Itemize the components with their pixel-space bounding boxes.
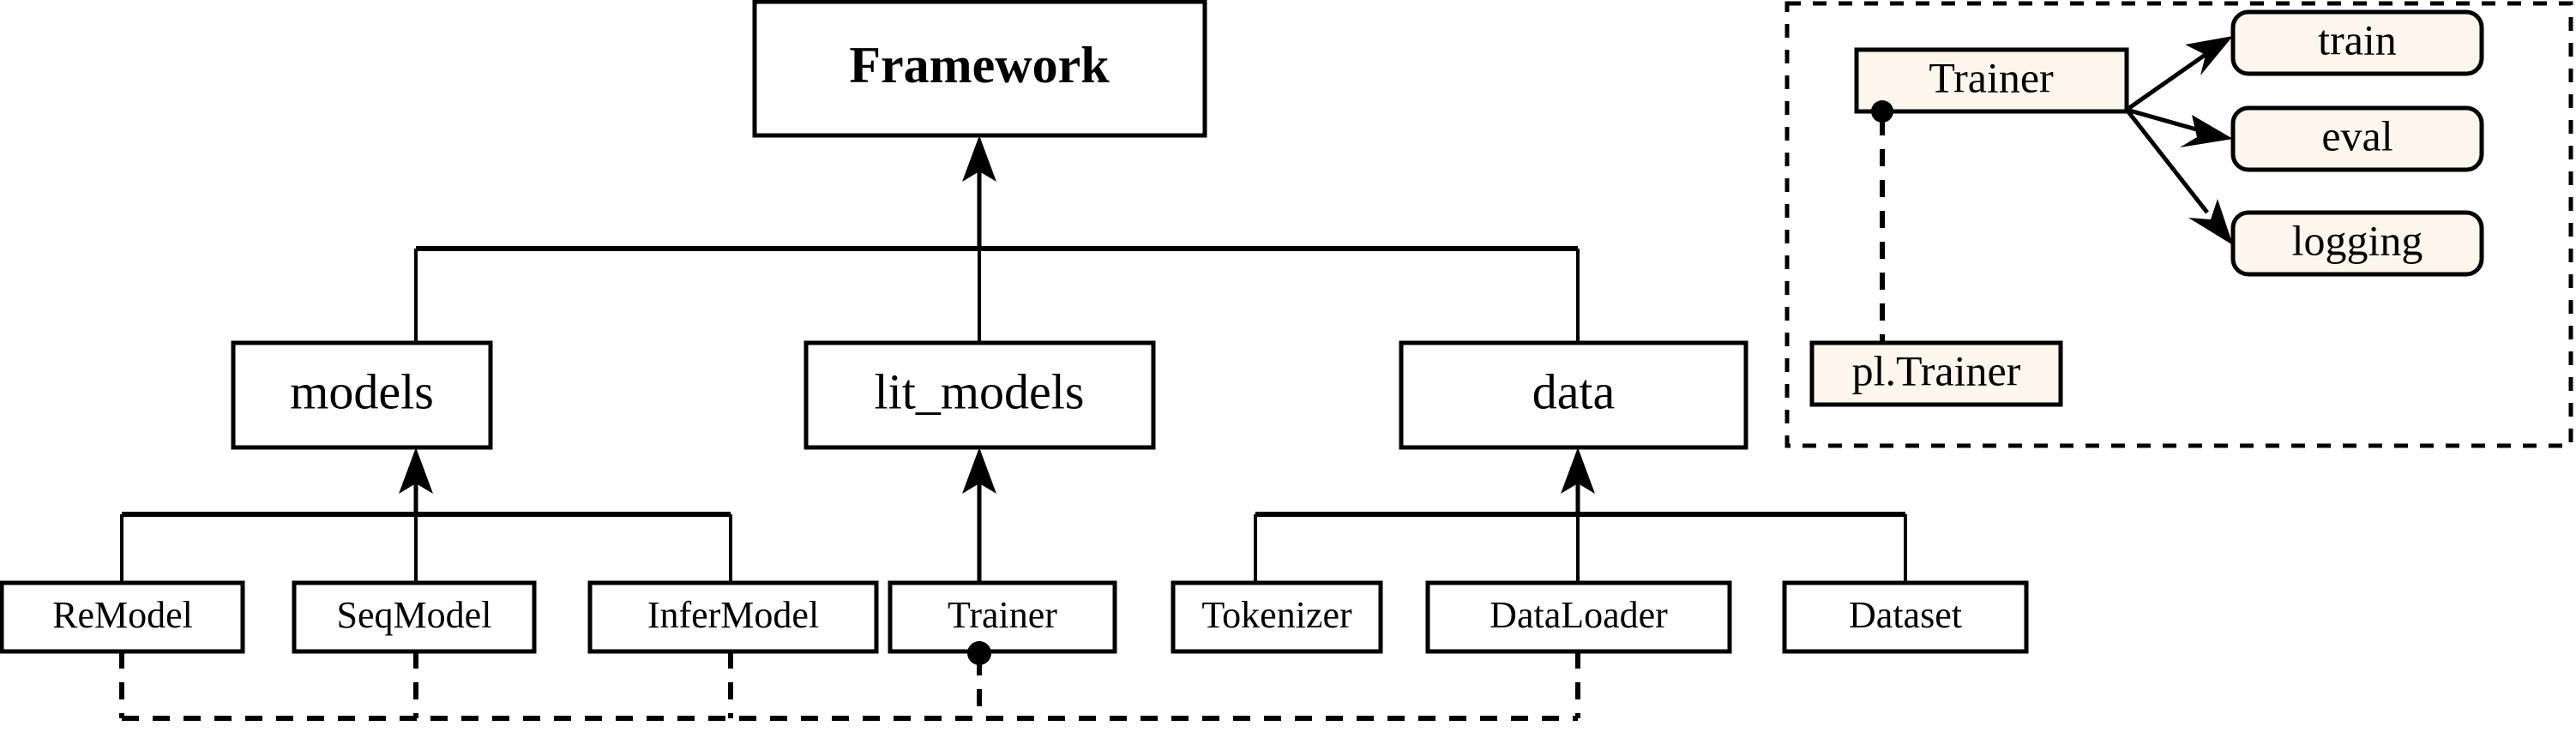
arrow-head-icon — [2188, 199, 2233, 245]
node-trainer-label: Trainer — [948, 594, 1057, 636]
node-lit-models[interactable]: lit_models — [803, 340, 1156, 450]
edge-line — [2125, 47, 2214, 112]
node-framework-label: Framework — [849, 37, 1110, 93]
node-panel-trainer-box — [1854, 47, 2129, 114]
node-remodel[interactable]: ReModel — [0, 580, 245, 654]
node-tokenizer-box — [1171, 580, 1383, 654]
node-panel-pl-trainer-box — [1809, 340, 2063, 407]
node-data-label: data — [1532, 363, 1616, 419]
node-framework-box — [752, 0, 1207, 138]
node-panel-trainer[interactable]: Trainer — [1854, 47, 2129, 123]
node-tokenizer[interactable]: Tokenizer — [1171, 580, 1383, 654]
edge-bus-to-framework — [962, 135, 996, 249]
aggregation-dot-icon — [1871, 100, 1893, 123]
edge-bus-to-data-arrow — [1561, 447, 1595, 514]
node-data[interactable]: data — [1399, 340, 1748, 450]
node-panel-train-box — [2230, 9, 2484, 76]
edge-trainer-to-lit-models — [962, 447, 996, 583]
node-trainer-box — [888, 580, 1117, 654]
node-panel-logging-box — [2230, 210, 2484, 277]
node-remodel-box — [0, 580, 245, 654]
node-models[interactable]: models — [231, 340, 493, 450]
detail-panel-border — [1785, 1, 2573, 448]
node-dataloader-box — [1425, 580, 1732, 654]
node-remodel-label: ReModel — [52, 594, 193, 636]
aggregation-dot-icon — [967, 641, 991, 665]
arrow-head-icon — [962, 135, 996, 182]
node-seqmodel-label: SeqModel — [337, 594, 492, 636]
arrow-head-icon — [399, 447, 433, 494]
node-infermodel-box — [587, 580, 879, 654]
node-dataset[interactable]: Dataset — [1782, 580, 2029, 654]
node-framework[interactable]: Framework — [752, 0, 1207, 138]
node-seqmodel[interactable]: SeqModel — [292, 580, 537, 654]
node-panel-train[interactable]: train — [2230, 9, 2484, 76]
node-dataloader-label: DataLoader — [1490, 594, 1668, 636]
node-panel-eval[interactable]: eval — [2230, 105, 2484, 172]
node-trainer[interactable]: Trainer — [888, 580, 1117, 665]
node-panel-eval-box — [2230, 105, 2484, 172]
node-panel-logging[interactable]: logging — [2230, 210, 2484, 277]
edge-trainer-to-train — [2125, 36, 2233, 112]
node-models-label: models — [290, 363, 434, 419]
node-panel-train-label: train — [2318, 15, 2397, 63]
node-panel-pl-trainer[interactable]: pl.Trainer — [1809, 340, 2063, 407]
node-lit-models-label: lit_models — [875, 363, 1085, 419]
edge-trainer-to-eval — [2126, 107, 2233, 147]
node-models-box — [231, 340, 493, 450]
node-infermodel[interactable]: InferModel — [587, 580, 879, 654]
arrow-head-icon — [2180, 115, 2233, 147]
node-panel-logging-label: logging — [2292, 216, 2423, 264]
node-seqmodel-box — [292, 580, 537, 654]
node-dataset-label: Dataset — [1849, 594, 1962, 636]
node-panel-eval-label: eval — [2321, 111, 2392, 159]
node-panel-trainer-label: Trainer — [1929, 53, 2054, 101]
arrow-head-icon — [962, 447, 996, 494]
node-tokenizer-label: Tokenizer — [1201, 594, 1352, 636]
arrow-head-icon — [1561, 447, 1595, 494]
node-dataloader[interactable]: DataLoader — [1425, 580, 1732, 654]
edge-line — [2126, 107, 2206, 135]
node-dataset-box — [1782, 580, 2029, 654]
arrow-head-icon — [2185, 36, 2233, 75]
node-infermodel-label: InferModel — [647, 594, 819, 636]
edge-line — [2125, 108, 2209, 214]
edge-bus-to-models-arrow — [399, 447, 433, 514]
node-panel-pl-trainer-label: pl.Trainer — [1852, 346, 2021, 394]
edge-trainer-to-logging — [2125, 108, 2233, 245]
node-lit-models-box — [803, 340, 1156, 450]
node-data-box — [1399, 340, 1748, 450]
